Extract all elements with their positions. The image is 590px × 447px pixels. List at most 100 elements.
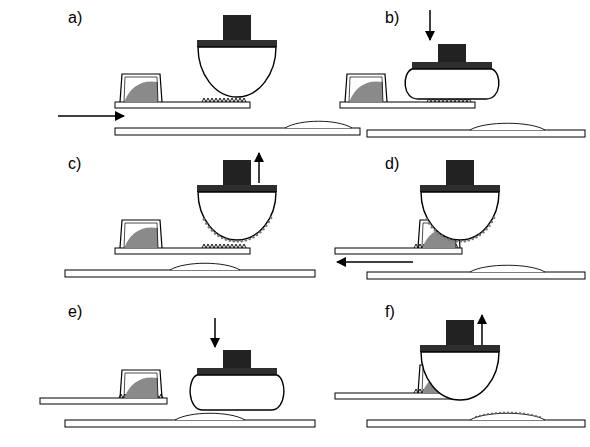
ink-container-rim <box>124 77 158 102</box>
motion-arrow <box>481 315 483 345</box>
printed-ink-dot <box>519 412 521 414</box>
printed-ink-dot <box>503 411 505 413</box>
printed-ink-dot <box>527 413 529 415</box>
ink-dot <box>493 217 496 220</box>
ink-dot <box>262 228 265 231</box>
motion-arrow <box>214 318 216 347</box>
ink-dot <box>479 234 482 237</box>
ink-container-rim <box>349 77 383 102</box>
stamp-head-compressed <box>190 375 284 410</box>
substrate <box>367 130 585 137</box>
ink-dot <box>225 238 228 241</box>
ink-dot <box>259 231 262 234</box>
stamp-post <box>446 160 474 185</box>
printed-ink-dot <box>507 411 509 413</box>
ink-dot <box>256 234 259 237</box>
ink-dome <box>124 227 158 248</box>
motion-arrow <box>429 10 431 40</box>
ink-dot <box>268 221 271 224</box>
slide-plate <box>40 398 167 404</box>
stamp-backplate <box>197 368 277 375</box>
ink-dot <box>248 238 251 241</box>
ink-dot <box>444 237 447 240</box>
ink-container <box>120 370 162 398</box>
ink-dot <box>475 236 478 239</box>
ink-dot <box>452 239 455 242</box>
printed-ink-dot <box>483 414 485 416</box>
substrate-layer <box>470 265 545 272</box>
substrate-layer <box>170 263 240 270</box>
ink-dot <box>460 240 463 243</box>
printed-ink-dot <box>479 415 481 417</box>
ink-dot <box>270 217 273 220</box>
substrate-layer <box>470 413 545 420</box>
stamp-backplate <box>197 185 277 192</box>
ink-dot <box>448 238 451 241</box>
ink-dot <box>208 226 211 229</box>
stamp-backplate <box>420 345 500 352</box>
ink-dot <box>440 235 443 238</box>
slide-plate <box>340 102 475 108</box>
ink-dot <box>488 224 491 227</box>
ink-container <box>345 74 387 102</box>
stamp-head <box>198 47 276 97</box>
ink-dot <box>237 240 240 243</box>
ink-container <box>120 220 162 248</box>
ink-dot <box>233 240 236 243</box>
stamp-post <box>438 44 466 62</box>
stamp-head-compressed <box>405 69 499 99</box>
printed-ink-dot <box>499 412 501 414</box>
panel-label: a) <box>68 10 82 26</box>
stamp-backplate <box>420 185 500 192</box>
ink-dot <box>217 235 220 238</box>
ink-dot <box>229 239 232 242</box>
printed-ink-dot <box>535 415 537 417</box>
ink-dome <box>124 377 158 398</box>
printed-ink-dot <box>539 416 541 418</box>
printed-ink-dot <box>495 412 497 414</box>
stamp-relief-teeth <box>202 244 246 248</box>
stamp-post <box>223 350 251 368</box>
panel-label: f) <box>385 304 395 320</box>
substrate-layer <box>285 121 352 128</box>
panel-label: c) <box>68 156 81 172</box>
stamp-post <box>446 320 474 345</box>
stamp-backplate <box>412 62 492 69</box>
substrate-layer <box>470 123 545 130</box>
ink-dot <box>464 240 467 243</box>
ink-dot <box>485 228 488 231</box>
ink-dome <box>124 81 158 102</box>
ink-dot <box>265 224 268 227</box>
panel-label: b) <box>385 10 399 26</box>
motion-arrow <box>258 153 260 183</box>
substrate <box>65 420 315 427</box>
substrate-layer <box>175 413 245 420</box>
slide-plate <box>115 102 250 108</box>
ink-dot <box>211 229 214 232</box>
stamp-post <box>223 160 251 185</box>
printed-ink-dot <box>515 412 517 414</box>
printed-ink-dot <box>511 412 513 414</box>
substrate <box>115 128 360 135</box>
ink-container-rim <box>124 223 158 248</box>
motion-arrow <box>337 261 413 263</box>
ink-dot <box>428 222 431 225</box>
ink-dot <box>244 239 247 242</box>
ink-dot <box>425 218 428 221</box>
stamp-relief-teeth <box>202 98 246 102</box>
ink-dot <box>456 240 459 243</box>
substrate <box>367 272 585 279</box>
slide-plate <box>115 248 250 254</box>
ink-dot <box>221 237 224 240</box>
slide-plate <box>335 248 462 254</box>
ink-dome <box>349 81 383 102</box>
ink-dot <box>482 231 485 234</box>
panel-label: e) <box>68 304 82 320</box>
printed-ink-dot <box>475 416 477 418</box>
stamp-head <box>198 192 276 240</box>
stamp-backplate <box>197 40 277 47</box>
printed-ink-dot <box>491 412 493 414</box>
ink-dot <box>431 226 434 229</box>
